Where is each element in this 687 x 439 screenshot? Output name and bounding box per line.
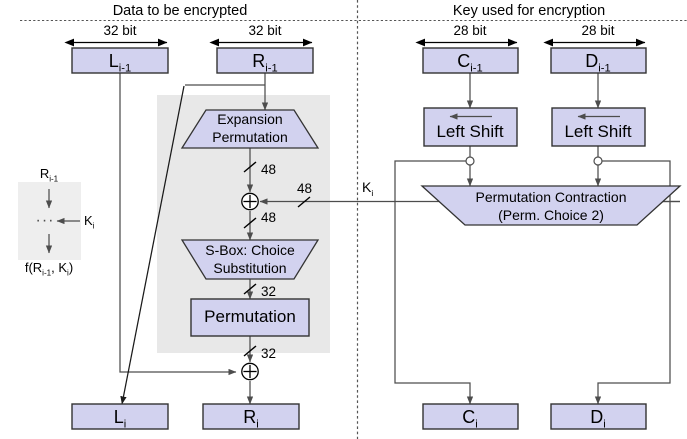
register-box-c-next bbox=[422, 403, 519, 430]
register-label-c-next: Ci bbox=[462, 408, 477, 431]
permutation-contraction-shape bbox=[420, 185, 682, 226]
permutation-box-shape bbox=[190, 298, 310, 337]
legend-key-sub: i bbox=[92, 221, 95, 231]
section-title-key: Key used for encryption bbox=[452, 3, 606, 19]
legend-wires bbox=[45, 189, 80, 254]
register-box-l-next bbox=[71, 403, 169, 430]
slash-32-perm bbox=[243, 345, 257, 357]
register-base-r-prev: R bbox=[252, 51, 266, 71]
left-shift-box-2-shape bbox=[551, 107, 646, 147]
expansion-permutation-label-line1: Expansion bbox=[217, 111, 283, 127]
left-shift-box-1-shape bbox=[423, 107, 518, 147]
legend-input-base: R bbox=[39, 166, 50, 181]
register-sub-l-prev: i-1 bbox=[118, 62, 132, 75]
register-box-c-prev bbox=[422, 47, 519, 74]
key-wire-base: K bbox=[362, 179, 372, 195]
legend-input-label: Ri-1 bbox=[40, 167, 58, 184]
register-sub-r-next: i bbox=[256, 418, 259, 431]
key-wire-sub: i bbox=[371, 187, 374, 198]
register-label-d-next: Di bbox=[590, 408, 605, 431]
wire-rail-left-to-c-next bbox=[394, 160, 474, 405]
register-base-l-prev: L bbox=[108, 51, 119, 71]
xor-operators bbox=[241, 192, 259, 381]
register-label-c-prev: Ci-1 bbox=[457, 52, 482, 75]
register-sub-c-next: i bbox=[475, 418, 478, 431]
bit-label-data-right: 32 bit bbox=[248, 23, 282, 38]
bit-label-key-right: 28 bit bbox=[581, 23, 615, 38]
wire-label-xor-out: 48 bbox=[261, 210, 277, 225]
register-sub-d-prev: i-1 bbox=[598, 62, 611, 75]
wire-label-sbox-out: 32 bbox=[261, 284, 277, 299]
legend-dots-icon: ··· bbox=[35, 212, 55, 229]
register-base-d-prev: D bbox=[585, 51, 599, 71]
legend-output-sub2: i bbox=[67, 268, 69, 278]
wire-label-expansion-out: 48 bbox=[261, 162, 277, 177]
register-base-c-next: C bbox=[462, 407, 476, 427]
register-box-r-prev bbox=[216, 47, 314, 74]
register-box-l-prev bbox=[71, 47, 169, 74]
legend-key-label: Ki bbox=[84, 214, 94, 231]
register-box-d-prev bbox=[550, 47, 647, 74]
wire-label-perm-out: 32 bbox=[261, 346, 277, 361]
sbox-shape bbox=[180, 239, 320, 280]
bit-label-key-left: 28 bit bbox=[453, 23, 487, 38]
register-base-c-prev: C bbox=[457, 51, 471, 71]
register-label-l-next: Li bbox=[114, 408, 127, 431]
section-title-data: Data to be encrypted bbox=[112, 3, 248, 19]
register-label-r-prev: Ri-1 bbox=[252, 52, 277, 75]
junction-dots bbox=[465, 156, 603, 166]
legend-output-prefix: f(R bbox=[24, 260, 43, 275]
left-shift-label-1: Left Shift bbox=[436, 122, 504, 141]
slash-48-expansion bbox=[243, 161, 257, 173]
wire-l-prev-to-xor bbox=[119, 73, 237, 376]
register-box-d-next bbox=[550, 403, 647, 430]
slash-48-xor-out bbox=[243, 217, 257, 229]
register-sub-d-next: i bbox=[603, 418, 606, 431]
bit-width-slashes bbox=[243, 161, 311, 357]
register-base-l-next: L bbox=[113, 407, 124, 427]
register-box-r-next bbox=[202, 403, 300, 430]
permutation-label: Permutation bbox=[204, 307, 296, 326]
expansion-permutation-label-line2: Permutation bbox=[212, 129, 288, 145]
register-base-d-next: D bbox=[590, 407, 604, 427]
sbox-label-line1: S-Box: Choice bbox=[205, 242, 295, 258]
legend-key-base: K bbox=[84, 213, 93, 228]
wire-diagonal-to-l-next bbox=[120, 85, 185, 405]
register-label-d-prev: Di-1 bbox=[585, 52, 610, 75]
legend-output-suffix: ) bbox=[68, 260, 74, 275]
register-sub-r-prev: i-1 bbox=[265, 62, 278, 75]
permutation-contraction-label-line1: Permutation Contraction bbox=[475, 189, 627, 205]
register-sub-l-next: i bbox=[123, 418, 127, 431]
expansion-permutation-shape bbox=[180, 109, 320, 149]
slash-32-sbox bbox=[243, 283, 257, 295]
junction-dot-icon-right bbox=[593, 156, 603, 166]
junction-dot-icon-left bbox=[465, 156, 475, 166]
register-label-r-next: Ri bbox=[243, 408, 258, 431]
legend-input-sub: i-1 bbox=[49, 174, 59, 184]
register-sub-c-prev: i-1 bbox=[470, 62, 483, 75]
register-label-l-prev: Li-1 bbox=[109, 52, 131, 75]
sbox-label-line2: Substitution bbox=[213, 260, 287, 276]
legend-output-mid: , K bbox=[51, 260, 68, 275]
slash-48-key bbox=[297, 196, 311, 208]
left-shift-label-2: Left Shift bbox=[564, 122, 632, 141]
wire-label-key-in: 48 bbox=[297, 181, 313, 196]
register-boxes bbox=[71, 47, 647, 430]
permutation-contraction-label-line2: (Perm. Choice 2) bbox=[498, 207, 604, 223]
key-wire-label: Ki bbox=[362, 180, 373, 197]
wire-rail-right-to-d-next bbox=[594, 160, 671, 405]
legend-output-sub1: i-1 bbox=[42, 268, 52, 278]
bit-label-data-left: 32 bit bbox=[103, 23, 137, 38]
register-base-r-next: R bbox=[243, 407, 257, 427]
legend-output-label: f(Ri-1, Ki) bbox=[25, 261, 73, 278]
